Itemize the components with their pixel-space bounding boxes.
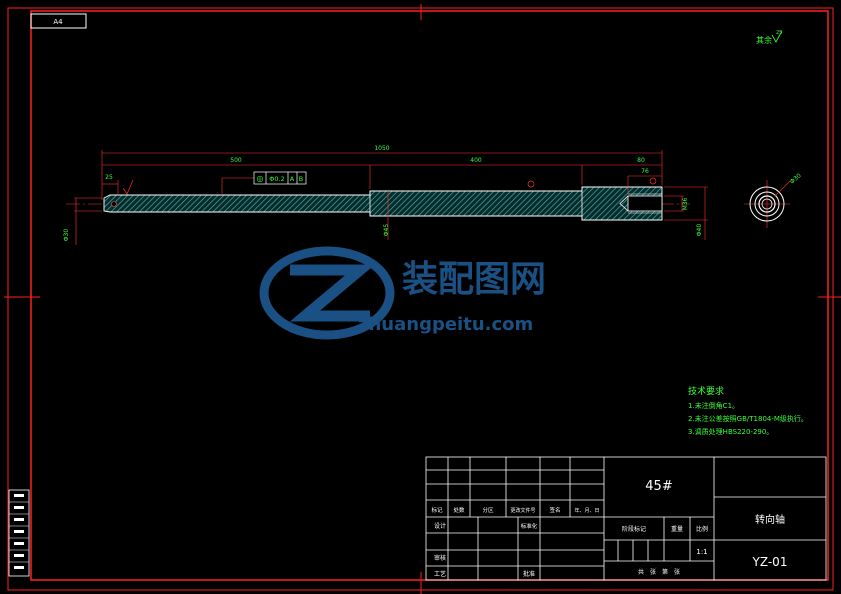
drawing-number: YZ-01 <box>752 555 788 569</box>
tolerance-frame: ◎ Φ0.2 A B <box>221 171 307 195</box>
title-block-text: 45# 转向轴 YZ-01 1:1 阶段标记 重量 比例 共 张 第 张 标记 … <box>431 479 787 578</box>
watermark-brand-cn: 装配图网 <box>402 259 546 300</box>
dim-end-length: 25 <box>105 174 113 181</box>
watermark-logo-icon <box>259 246 395 340</box>
weight-label: 重量 <box>671 525 683 533</box>
scale-value: 1:1 <box>696 548 707 556</box>
sheet-size-box: A4 <box>30 13 87 29</box>
surface-finish-label: 其余 <box>756 35 772 45</box>
tolerance-value: Φ0.2 <box>269 175 284 183</box>
scale-label: 比例 <box>696 525 708 533</box>
length-dimensions <box>101 150 663 200</box>
design-label: 设计 <box>434 522 446 530</box>
revision-header: 签名 <box>549 506 560 514</box>
part-name: 转向轴 <box>755 513 785 526</box>
dim-thread-length: 76 <box>641 168 649 175</box>
surface-finish-note: 其余 25 <box>756 30 782 45</box>
approve-label: 批准 <box>523 570 535 578</box>
left-stamp-strip <box>8 489 30 577</box>
dim-middle-length: 400 <box>470 157 482 164</box>
surface-finish-value: 25 <box>776 30 782 36</box>
watermark: 装配图网 zhuangpeitu.com <box>259 246 546 340</box>
revision-header: 标记 <box>431 506 443 514</box>
sheet-size-label: A4 <box>53 18 63 26</box>
dim-left-diameter: Φ30 <box>63 229 70 242</box>
diameter-dimensions <box>74 186 708 245</box>
tech-req-item: 2.未注公差按照GB/T1804-M级执行。 <box>688 414 808 423</box>
material-value: 45# <box>645 479 672 494</box>
dim-overall-length: 1050 <box>374 145 389 152</box>
check-label: 审核 <box>434 554 446 562</box>
dim-section-diameter: Φ30 <box>789 172 803 185</box>
revision-header: 分区 <box>482 506 494 514</box>
revision-header: 处数 <box>453 506 465 514</box>
title-block <box>425 456 827 581</box>
revision-header: 更改文件号 <box>510 507 535 514</box>
datum-a: A <box>290 175 295 183</box>
revision-header: 年、月、日 <box>574 507 599 514</box>
tech-req-title: 技术要求 <box>688 385 724 397</box>
standardize-label: 标准化 <box>521 522 538 530</box>
tolerance-symbol: ◎ <box>257 174 264 183</box>
stage-mark-label: 阶段标记 <box>622 525 646 533</box>
sheets-label: 共 张 第 张 <box>638 568 680 576</box>
tech-req-item: 1.未注倒角C1。 <box>688 401 739 410</box>
technical-requirements: 技术要求 1.未注倒角C1。 2.未注公差按照GB/T1804-M级执行。 3.… <box>688 385 808 436</box>
datum-b: B <box>299 175 303 183</box>
shaft-body <box>103 186 663 221</box>
tech-req-item: 3.调质处理HBS220-290。 <box>688 427 773 436</box>
end-section-view: Φ30 <box>744 172 803 228</box>
dim-right-diameter: Φ40 <box>696 224 703 237</box>
dim-middle-diameter: Φ45 <box>383 224 390 237</box>
roughness-marks <box>122 177 657 195</box>
watermark-brand-url: zhuangpeitu.com <box>358 314 533 335</box>
process-label: 工艺 <box>434 570 446 578</box>
dim-right-length: 80 <box>637 157 645 164</box>
dim-left-length: 500 <box>230 157 242 164</box>
dim-thread-diameter: M36 <box>682 197 689 210</box>
